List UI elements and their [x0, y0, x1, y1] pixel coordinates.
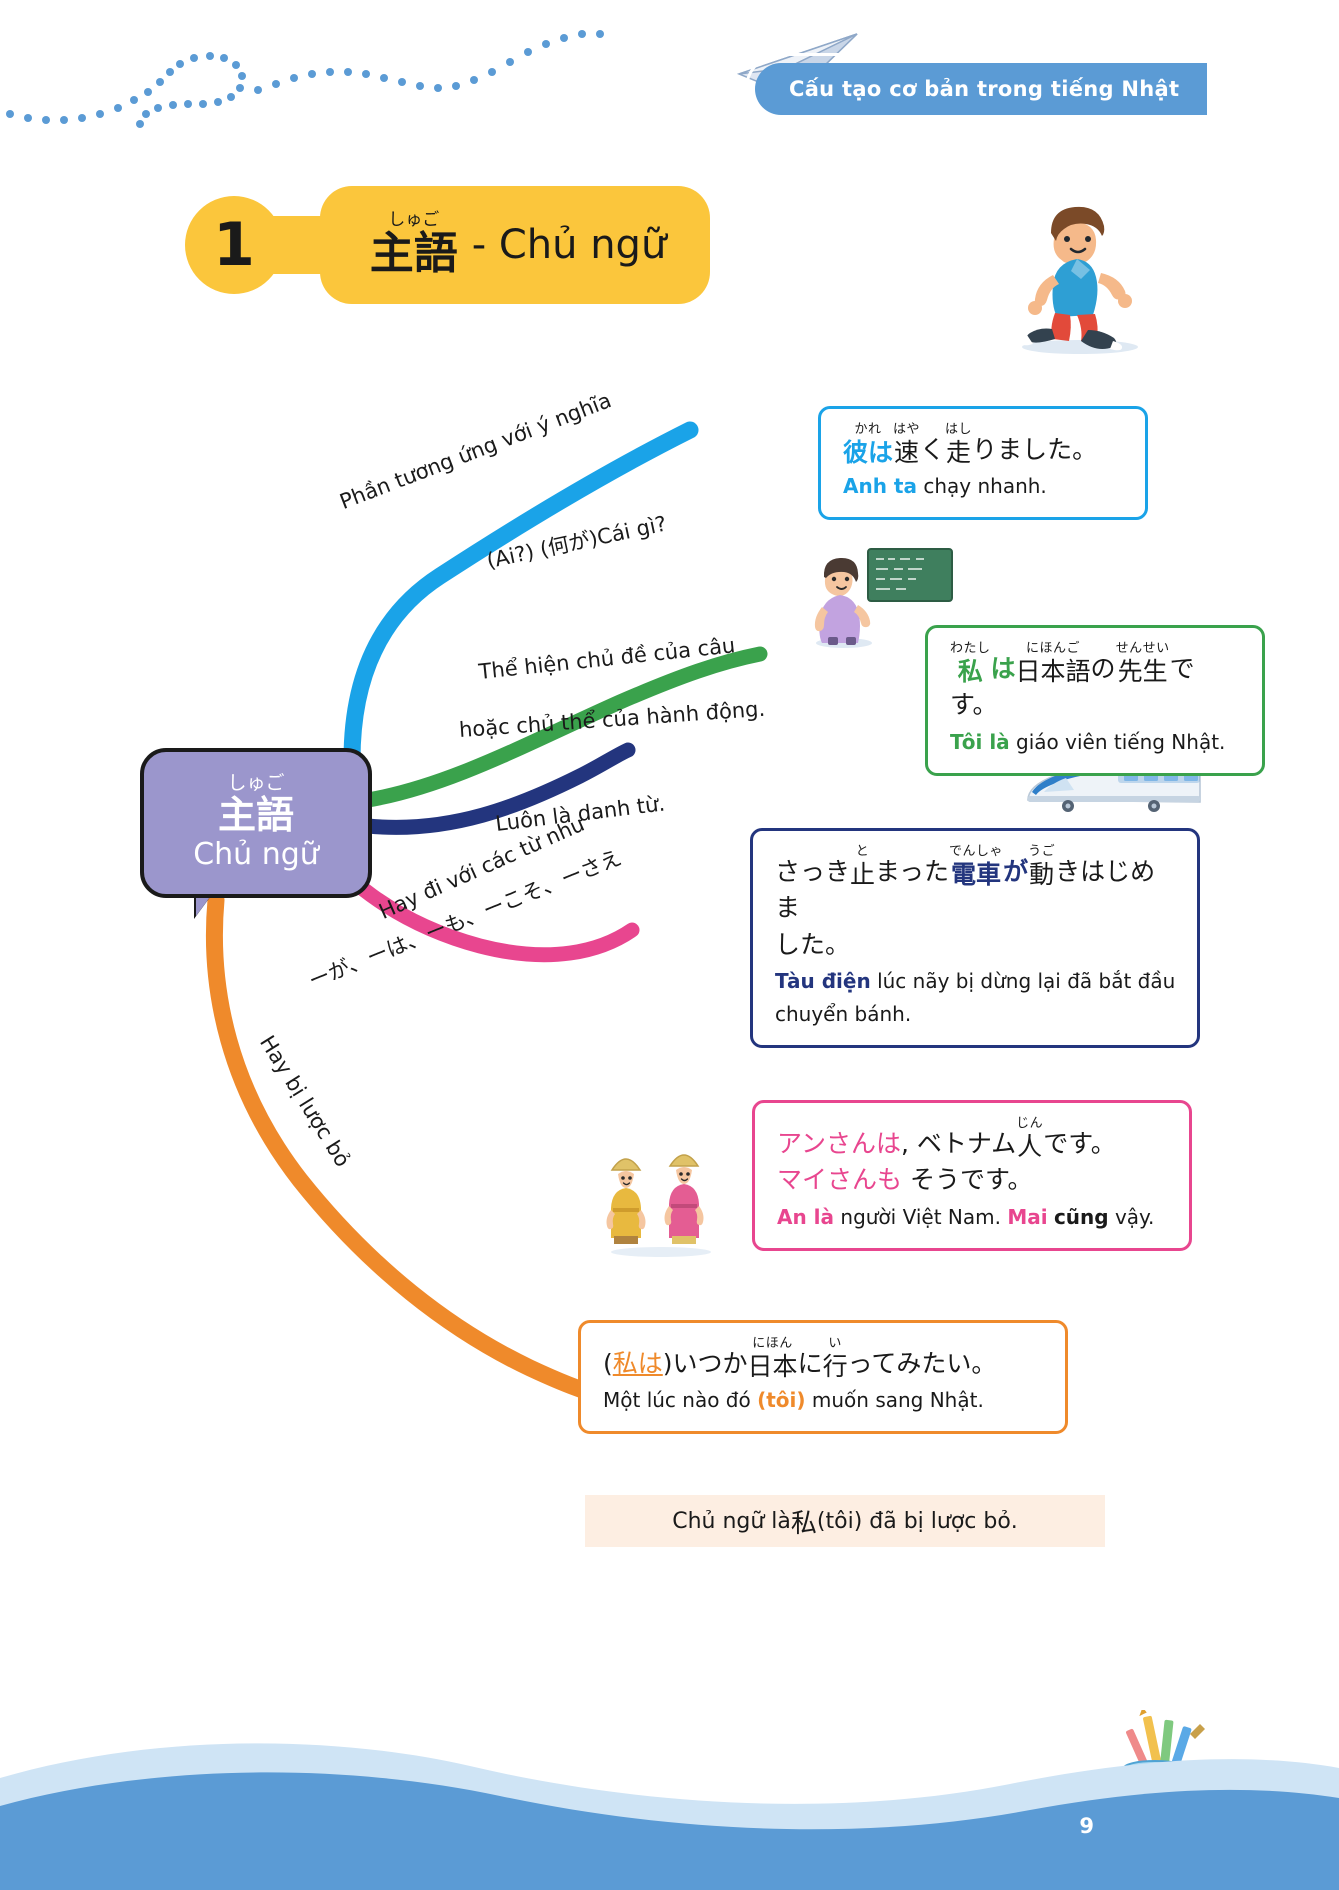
conclusion-post: (tôi) đã bị lược bỏ. — [816, 1508, 1018, 1534]
example-vn-bold-cung: cũng — [1053, 1204, 1109, 1229]
furigana-watashi: わたし — [950, 641, 991, 656]
header-banner-title: Cấu tạo cơ bản trong tiếng Nhật — [755, 63, 1208, 115]
furigana-ugo: うご — [1028, 844, 1056, 859]
example-vn-bold-train: Tàu điện — [775, 968, 871, 993]
example-jp-omitted: (私は)いつかにほん日本にい行ってみたい。 — [603, 1336, 997, 1383]
footer-wave-decoration — [0, 1743, 1339, 1890]
conclusion-bar: Chủ ngữ là 私 (tôi) đã bị lược bỏ. — [585, 1495, 1105, 1547]
section-kanji: 主語 — [369, 228, 458, 280]
furigana-nihongo: にほんご — [1026, 641, 1081, 656]
example-vn-ran-fast: Anh ta chạy nhanh. — [843, 471, 1125, 501]
central-node-kanji: 主語 — [217, 792, 294, 837]
example-vn-teacher: Tôi là giáo viên tiếng Nhật. — [950, 727, 1242, 757]
example-box-train: さっきと止まったでんしゃ電車がうご動きはじめま した。 Tàu điện lúc… — [750, 828, 1200, 1048]
example-jp-train: さっきと止まったでんしゃ電車がうご動きはじめま — [775, 844, 1156, 923]
example-jp-train-line2: した。 — [775, 929, 851, 959]
section-vietnamese: - Chủ ngữ — [471, 222, 667, 268]
furigana-sensei: せんせい — [1115, 641, 1170, 656]
furigana-jin: じん — [1016, 1116, 1044, 1131]
section-number-badge: 1 — [185, 196, 283, 294]
example-vn-an-mai: An là người Việt Nam. Mai cũng vậy. — [777, 1202, 1169, 1232]
furigana-kare: かれ — [854, 422, 882, 437]
example-vn-pre-omitted: Một lúc nào đó — [603, 1388, 758, 1413]
section-title-ruby: しゅご 主語 — [370, 212, 458, 277]
example-box-an-mai: アンさんは, ベトナムじん人です。 マイさんも そうです。 An là ngườ… — [752, 1100, 1192, 1251]
central-node: しゅご 主語 Chủ ngữ — [140, 748, 372, 898]
example-box-teacher: わたし私はにほんご日本語のせんせい先生です。 Tôi là giáo viên … — [925, 625, 1265, 776]
example-vn-mid-an-mai: người Việt Nam. — [834, 1204, 1008, 1229]
example-jp-mai-rest: そうです。 — [902, 1165, 1033, 1195]
example-box-omitted-subject: (私は)いつかにほん日本にい行ってみたい。 Một lúc nào đó (tô… — [578, 1320, 1068, 1435]
example-vn-rest-ran-fast: chạy nhanh. — [916, 474, 1047, 499]
example-vn-rest-omitted: muốn sang Nhật. — [805, 1388, 984, 1413]
central-node-furigana: しゅご — [227, 771, 285, 794]
vietnamese-couple-illustration — [606, 1154, 711, 1257]
dotted-trail-decoration — [6, 30, 604, 128]
central-node-vietnamese: Chủ ngữ — [193, 837, 319, 873]
example-vn-train-line2: chuyển bánh. — [775, 1001, 912, 1026]
example-vn-train: Tàu điện lúc nãy bị dừng lại đã bắt đầu — [775, 966, 1177, 996]
section-title-pill: しゅご 主語 - Chủ ngữ — [320, 186, 710, 304]
example-box-ran-fast: かれ彼ははや速くはし走りました。 Anh ta chạy nhanh. — [818, 406, 1148, 521]
section-furigana: しゅご — [388, 210, 440, 231]
example-vn-bold-mai: Mai — [1007, 1204, 1048, 1229]
teacher-blackboard-illustration — [814, 548, 953, 648]
conclusion-kanji: 私 — [790, 1508, 817, 1539]
example-jp-ran-fast: かれ彼ははや速くはし走りました。 — [843, 422, 1098, 469]
conclusion-pre: Chủ ngữ là — [672, 1508, 791, 1534]
example-vn-rest-train: lúc nãy bị dừng lại đã bắt đầu — [870, 968, 1176, 993]
example-jp-watashi-wa: 私は — [612, 1349, 663, 1379]
example-vn-bold-teacher: Tôi là — [950, 729, 1010, 754]
example-vn-end-an-mai: vậy. — [1108, 1204, 1155, 1229]
running-boy-illustration — [1020, 206, 1138, 354]
furigana-haya: はや — [893, 422, 921, 437]
example-vn-bold-omitted: (tôi) — [757, 1388, 806, 1413]
furigana-nihon: にほん — [752, 1336, 793, 1351]
furigana-hashi: はし — [945, 422, 973, 437]
example-jp-an-mai-line1: アンさんは, ベトナムじん人です。 — [777, 1116, 1116, 1163]
page-number: 9 — [1079, 1814, 1094, 1838]
example-vn-bold-ran-fast: Anh ta — [843, 474, 917, 499]
example-jp-an-mai-line2: マイさんも そうです。 — [777, 1162, 1169, 1198]
example-jp-teacher: わたし私はにほんご日本語のせんせい先生です。 — [950, 641, 1195, 720]
example-vn-rest-teacher: giáo viên tiếng Nhật. — [1009, 729, 1226, 754]
furigana-densha: でんしゃ — [949, 844, 1004, 859]
furigana-to: と — [855, 844, 870, 859]
example-jp-an: アンさんは — [777, 1129, 902, 1159]
example-jp-mai: マイさんも — [777, 1165, 903, 1195]
example-vn-bold-an: An là — [777, 1204, 835, 1229]
example-vn-omitted: Một lúc nào đó (tôi) muốn sang Nhật. — [603, 1385, 1045, 1415]
furigana-i: い — [828, 1336, 842, 1351]
